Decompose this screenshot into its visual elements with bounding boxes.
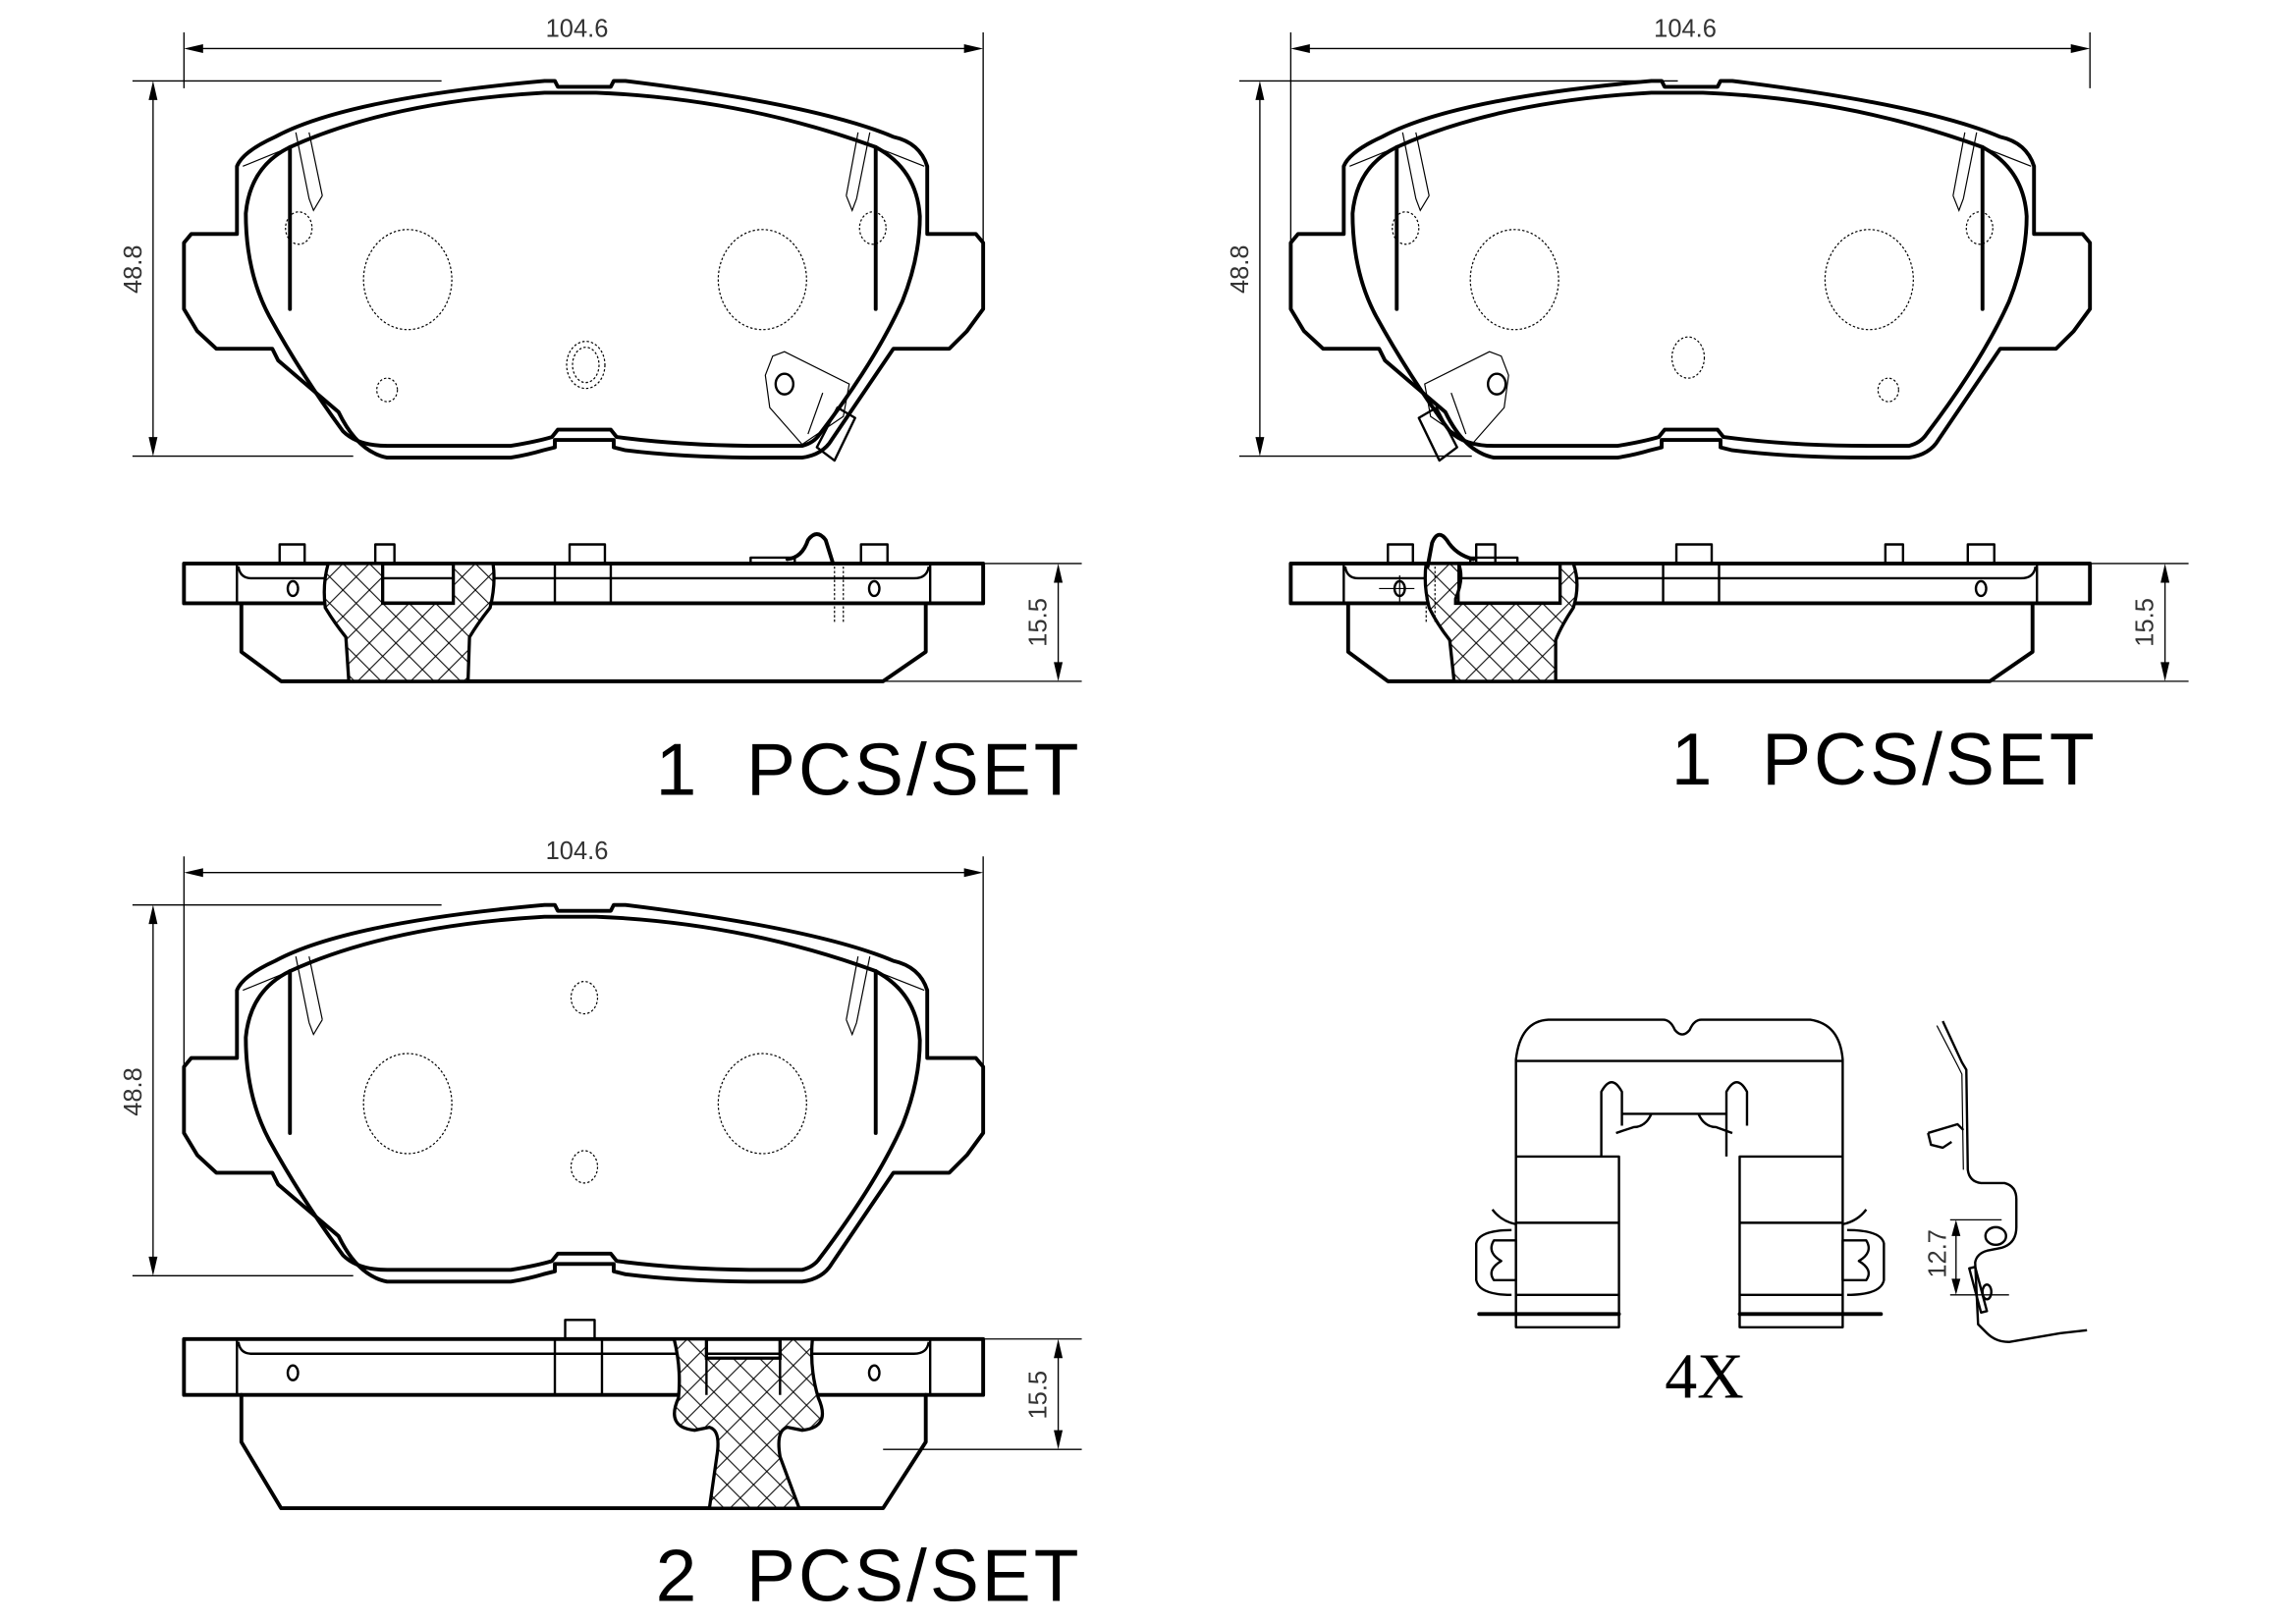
clip-quantity-label: 4X (1665, 1341, 1744, 1413)
pad-a-width-label: 104.6 (546, 15, 609, 42)
pad-c-width-label: 104.6 (546, 838, 609, 865)
pad-c-front-view (182, 902, 986, 1284)
pad-c-thickness-dimension: 15.5 (883, 1338, 1082, 1450)
abutment-clip-side-view (1927, 1020, 2088, 1343)
clip-height-label: 12.7 (1924, 1229, 1951, 1278)
pad-b-side-view (1288, 532, 2093, 683)
pad-b-thickness-dimension: 15.5 (1990, 563, 2189, 682)
pad-c-height-label: 48.8 (120, 1067, 147, 1116)
pad-b-height-label: 48.8 (1227, 244, 1254, 294)
wear-sensor-icon (1417, 351, 1509, 462)
pad-a-thickness-dimension: 15.5 (883, 563, 1082, 682)
pad-a-height-dimension: 48.8 (120, 80, 442, 458)
pad-b-width-dimension: 104.6 (1289, 15, 2091, 243)
pad-a-width-dimension: 104.6 (183, 15, 984, 243)
clip-height-dimension: 12.7 (1924, 1218, 2009, 1296)
pad-a-quantity-label: 1 PCS/SET (656, 728, 1082, 810)
pad-b-quantity-label: 1 PCS/SET (1671, 718, 2098, 800)
pad-a-height-label: 48.8 (120, 244, 147, 294)
pad-c-thickness-label: 15.5 (1025, 1371, 1053, 1420)
pad-c-height-dimension: 48.8 (120, 903, 442, 1276)
pad-b-thickness-label: 15.5 (2132, 598, 2159, 647)
pad-a-thickness-label: 15.5 (1025, 598, 1053, 647)
pad-c-width-dimension: 104.6 (183, 838, 984, 1067)
pad-b-width-label: 104.6 (1654, 15, 1717, 42)
pad-b-height-dimension: 48.8 (1227, 80, 1678, 458)
pad-a-front-view (182, 79, 986, 462)
wear-sensor-icon (764, 351, 856, 462)
abutment-clip-front-view (1475, 1018, 1886, 1328)
pad-a-side-view (182, 532, 986, 683)
pad-c-quantity-label: 2 PCS/SET (656, 1535, 1082, 1617)
pad-b-front-view (1288, 79, 2093, 462)
pad-c-side-view (182, 1319, 986, 1511)
